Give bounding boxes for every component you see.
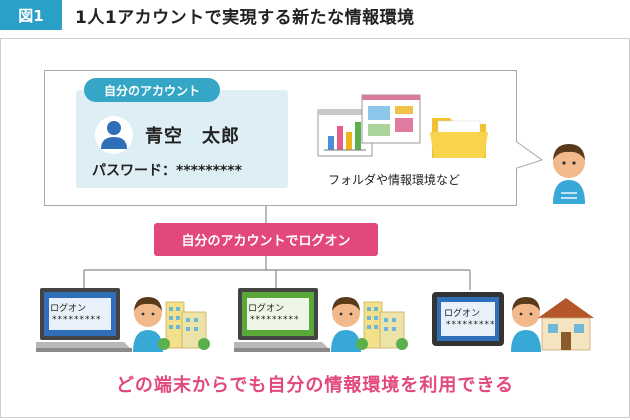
person-icon <box>511 297 541 352</box>
footer-message: どの端末からでも自分の情報環境を利用できる <box>115 375 515 396</box>
account-user-name: 青空 太郎 <box>145 126 240 147</box>
resources-label: フォルダや情報環境など <box>328 173 461 187</box>
school-building-icon <box>356 301 408 350</box>
house-icon <box>538 298 594 351</box>
device-screen-title: ログオン <box>444 309 481 319</box>
figure-badge: 図1 <box>0 0 62 30</box>
page-title: 1人1アカウントで実現する新たな情報環境 <box>75 8 415 28</box>
person-icon <box>553 144 585 204</box>
login-banner: 自分のアカウントでログオン <box>154 223 378 256</box>
person-icon <box>133 297 163 352</box>
account-password: パスワード：********* <box>92 163 242 179</box>
user-avatar-icon <box>95 116 133 154</box>
diagram-document-icon <box>361 94 421 144</box>
laptop-icon <box>36 288 132 352</box>
device-screen-password: ********* <box>52 315 102 325</box>
laptop-icon <box>234 288 330 352</box>
tablet-icon <box>432 292 504 346</box>
folder-icon <box>430 118 488 158</box>
school-building-icon <box>158 301 210 350</box>
person-icon <box>331 297 361 352</box>
device-screen-password: ********* <box>446 320 496 330</box>
device-screen-password: ********* <box>250 315 300 325</box>
account-card-tab: 自分のアカウント <box>84 78 220 102</box>
device-screen-title: ログオン <box>248 304 285 314</box>
device-screen-title: ログオン <box>50 304 87 314</box>
